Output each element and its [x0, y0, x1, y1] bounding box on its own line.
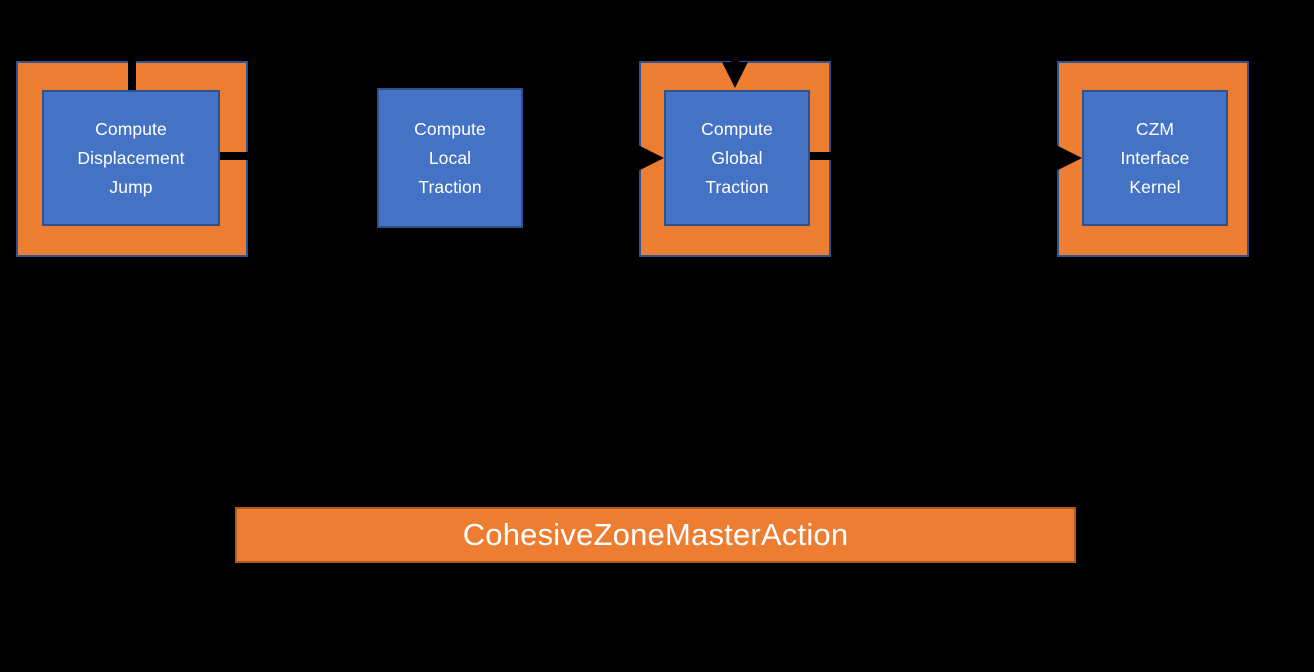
node-label-compute-local-traction: Compute Local Traction	[414, 118, 486, 197]
node-compute-global-traction[interactable]: Compute Global Traction	[664, 90, 810, 226]
arrow-into-global-traction-left	[638, 145, 664, 171]
arrow-notch-icon	[638, 149, 650, 167]
arrow-notch-icon	[1056, 149, 1068, 167]
node-compute-displacement-jump[interactable]: Compute Displacement Jump	[42, 90, 220, 226]
banner-cohesive-zone-master-action[interactable]: CohesiveZoneMasterAction	[235, 507, 1076, 563]
connector-into-local-traction-left	[369, 153, 379, 161]
arrow-notch-icon	[726, 62, 744, 74]
banner-label: CohesiveZoneMasterAction	[462, 517, 849, 552]
connector-out-of-displacement-jump-right	[212, 152, 250, 160]
arrow-into-global-traction-top	[722, 62, 748, 88]
node-label-compute-displacement-jump: Compute Displacement Jump	[77, 118, 185, 197]
connector-into-displacement-jump-top	[128, 42, 136, 92]
arrow-into-czm-interface-kernel-left	[1056, 145, 1082, 171]
node-label-czm-interface-kernel: CZM Interface Kernel	[1120, 118, 1190, 197]
connector-out-of-local-traction-right	[520, 153, 530, 161]
node-compute-local-traction[interactable]: Compute Local Traction	[377, 88, 523, 228]
connector-out-of-global-traction-right	[800, 152, 833, 160]
connector-into-global-traction-top	[731, 38, 739, 66]
node-czm-interface-kernel[interactable]: CZM Interface Kernel	[1082, 90, 1228, 226]
node-label-compute-global-traction: Compute Global Traction	[701, 118, 773, 197]
